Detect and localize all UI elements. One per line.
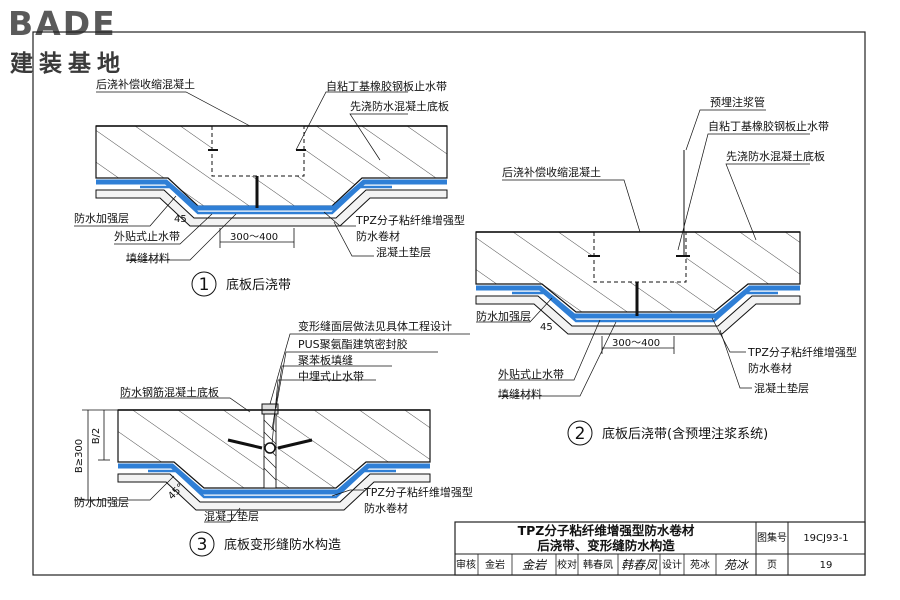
label-tpz: TPZ分子粘纤维增强型	[747, 345, 857, 359]
pour-zone	[211, 125, 305, 177]
label-rc-slab: 防水钢筋混凝土底板	[120, 385, 219, 399]
label-tpz: TPZ分子粘纤维增强型	[355, 213, 465, 227]
label-membrane: 防水卷材	[364, 501, 408, 515]
label-filler: 填缝材料	[126, 251, 170, 265]
label-angle: 45	[540, 322, 553, 333]
page-label: 页	[767, 559, 777, 571]
title-block: TPZ分子粘纤维增强型防水卷材 后浇带、变形缝防水构造 图集号 19CJ93-1…	[454, 521, 866, 576]
label-backfill: 后浇补偿收缩混凝土	[96, 77, 195, 91]
label-foam: 聚苯板填缝	[298, 353, 353, 367]
pour-zone	[593, 231, 687, 283]
design-label: 设计	[662, 558, 682, 571]
title-line-1: TPZ分子粘纤维增强型防水卷材	[518, 523, 695, 538]
label-membrane: 防水卷材	[748, 361, 792, 375]
label-rubber-plate: 自粘丁基橡胶钢板止水带	[326, 79, 447, 93]
label-filler: 填缝材料	[498, 387, 542, 401]
atlas-number: 19CJ93-1	[803, 533, 848, 544]
detail-3: 变形缝面层做法见具体工程设计 PUS聚氨酯建筑密封胶 聚苯板填缝 中埋式止水带 …	[74, 319, 473, 557]
reviewer-signature: 金岩	[522, 558, 547, 572]
detail-caption: 底板后浇带(含预埋注浆系统)	[602, 426, 768, 442]
label-surface-layer: 变形缝面层做法见具体工程设计	[298, 319, 452, 333]
sheet-border	[32, 31, 866, 576]
label-cushion: 混凝土垫层	[754, 381, 809, 395]
label-backfill: 后浇补偿收缩混凝土	[502, 165, 601, 179]
cushion-layer	[95, 189, 448, 227]
label-tpz: TPZ分子粘纤维增强型	[363, 485, 473, 499]
detail-caption: 底板变形缝防水构造	[224, 537, 341, 553]
detail-number: 2	[575, 424, 586, 444]
reinforce-membrane	[512, 291, 778, 323]
label-pus: PUS聚氨酯建筑密封胶	[298, 337, 408, 351]
label-reinforce: 防水加强层	[74, 211, 129, 225]
review-label: 审核	[456, 558, 476, 571]
waterproof-membrane	[118, 463, 430, 495]
cushion-layer	[475, 295, 801, 335]
waterproof-membrane	[96, 179, 447, 211]
detail-number-circle	[191, 271, 217, 297]
reinforce-membrane	[148, 469, 396, 499]
check-label: 校对	[557, 558, 577, 571]
label-width: 300～400	[612, 338, 660, 349]
designer-signature: 苑冰	[724, 558, 750, 572]
cushion-layer	[117, 473, 431, 511]
label-width: 300～400	[230, 232, 278, 243]
logo-subtitle: 建装基地	[10, 51, 126, 77]
detail-2: 预埋注浆管 自粘丁基橡胶钢板止水带 先浇防水混凝土底板 后浇补偿收缩混凝土 防水…	[475, 95, 857, 446]
checker-signature: 韩春凤	[621, 558, 658, 572]
detail-number-circle	[567, 420, 593, 446]
label-grout-pipe: 预埋注浆管	[710, 95, 765, 109]
mid-waterstop	[227, 438, 313, 450]
atlas-label: 图集号	[757, 531, 787, 544]
checker-name: 韩春凤	[583, 558, 613, 571]
label-reinforce: 防水加强层	[74, 495, 129, 509]
label-precast-slab: 先浇防水混凝土底板	[726, 149, 825, 163]
label-ext-stop: 外贴式止水带	[114, 229, 180, 243]
reviewer-name: 金岩	[485, 558, 505, 571]
logo-wordmark: BADE	[8, 4, 117, 43]
detail-number-circle	[189, 531, 215, 557]
detail-number: 3	[197, 535, 208, 555]
detail-1: 后浇补偿收缩混凝土 自粘丁基橡胶钢板止水带 先浇防水混凝土底板 防水加强层 45…	[74, 77, 465, 297]
label-angle: 45	[174, 214, 187, 225]
waterproof-membrane	[476, 285, 800, 319]
title-line-2: 后浇带、变形缝防水构造	[537, 538, 675, 553]
detail-caption: 底板后浇带	[226, 277, 291, 293]
label-cushion: 混凝土垫层	[204, 509, 259, 523]
label-cushion: 混凝土垫层	[376, 245, 431, 259]
designer-name: 苑冰	[690, 558, 710, 571]
brand-logo: BADE 建装基地	[8, 4, 168, 77]
detail-number: 1	[199, 275, 210, 295]
label-b2: B/2	[91, 428, 102, 445]
label-membrane: 防水卷材	[356, 229, 400, 243]
label-b300: B≥300	[74, 439, 85, 473]
label-ext-stop: 外贴式止水带	[498, 367, 564, 381]
reinforce-membrane	[140, 185, 392, 215]
label-mid-stop: 中埋式止水带	[298, 370, 364, 383]
page-number: 19	[820, 560, 833, 571]
label-precast-slab: 先浇防水混凝土底板	[350, 99, 449, 113]
label-reinforce: 防水加强层	[476, 309, 531, 323]
label-rubber-plate: 自粘丁基橡胶钢板止水带	[708, 119, 829, 133]
